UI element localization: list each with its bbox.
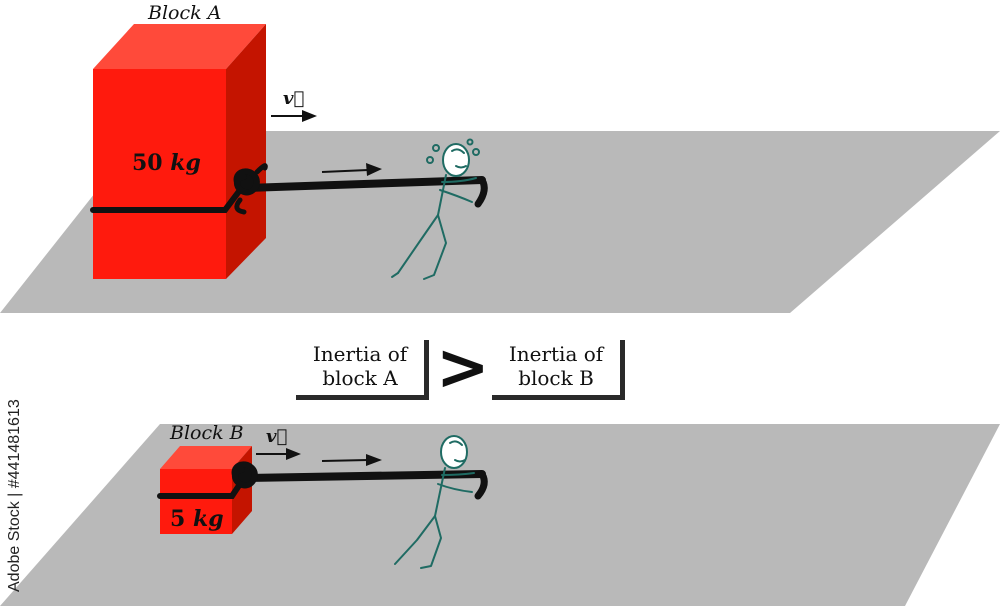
block-a — [93, 24, 266, 279]
motion-arrow-top — [321, 163, 382, 176]
inertia-a-line2: block A — [322, 366, 398, 390]
inertia-b-line2: block B — [518, 366, 594, 390]
inertia-a-line1: Inertia of — [312, 342, 408, 366]
velocity-arrow-top — [271, 110, 317, 122]
block-a-mass-unit: kg — [170, 150, 201, 176]
inertia-a-box: Inertia of block A — [296, 340, 424, 395]
block-a-top-face — [93, 24, 266, 69]
inertia-b-box: Inertia of block B — [492, 340, 620, 395]
velocity-label-top: v⃗ — [283, 88, 305, 109]
velocity-label-bottom: v⃗ — [266, 426, 288, 447]
block-a-mass-value: 50 — [132, 150, 163, 176]
person-pulling-bottom — [394, 435, 475, 569]
inertia-b-line1: Inertia of — [508, 342, 604, 366]
block-b-title: Block B — [170, 422, 244, 444]
velocity-arrow-bottom — [256, 448, 301, 460]
inertia-b-box-frame — [492, 340, 625, 400]
block-b-mass: 5 kg — [170, 506, 224, 532]
motion-arrow-bottom — [321, 454, 382, 466]
stock-watermark: Adobe Stock | #441481613 — [6, 399, 23, 592]
person-pulling-top — [391, 138, 480, 280]
block-b-mass-unit: kg — [192, 506, 224, 532]
bottom-floor-plane — [0, 424, 1000, 606]
block-a-mass: 50 kg — [132, 150, 201, 176]
block-b-top-face — [160, 446, 252, 469]
greater-than-sign: > — [436, 331, 490, 405]
block-a-front-face — [93, 69, 226, 279]
block-a-title: Block A — [148, 2, 222, 24]
block-b-front-face — [160, 469, 232, 534]
block-b-mass-value: 5 — [170, 506, 186, 532]
inertia-a-box-frame — [296, 340, 429, 400]
block-a-side-face — [226, 24, 266, 279]
